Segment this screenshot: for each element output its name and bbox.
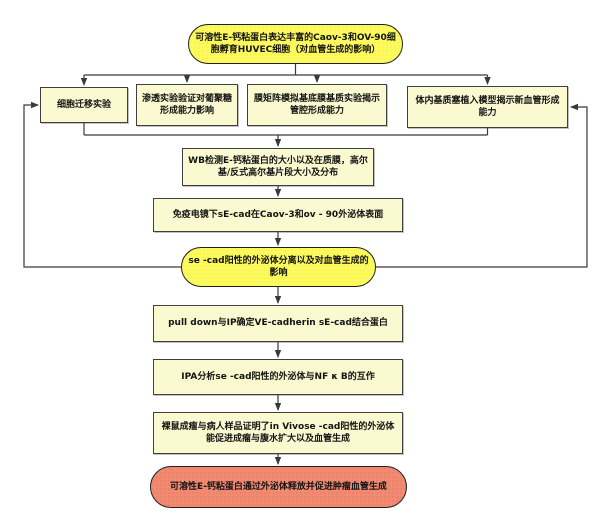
- node-start-label: 可溶性E-钙粘蛋白表达丰富的Caov-3和OV-90细胞孵育HUVEC细胞（对血…: [195, 32, 396, 55]
- edge-feedback-right: [376, 103, 588, 268]
- node-matrigel-lumen-label: 膜矩阵模拟基底膜基质实验揭示管腔形成能力: [253, 93, 380, 116]
- node-start: 可溶性E-钙粘蛋白表达丰富的Caov-3和OV-90细胞孵育HUVEC细胞（对血…: [188, 24, 403, 64]
- node-matrix-plug: 体内基质塞植入模型揭示新血管形成能力: [407, 86, 568, 128]
- node-cell-migration: 细胞迁移实验: [40, 87, 128, 123]
- node-matrigel-lumen: 膜矩阵模拟基底膜基质实验揭示管腔形成能力: [247, 84, 387, 126]
- node-nude-mice: 裸鼠成瘤与病人样品证明了in Vivose -cad阳性的外泌体能促进成瘤与腹水…: [153, 412, 403, 454]
- node-permeability: 渗透实验验证对葡聚糖形成能力影响: [136, 84, 238, 126]
- node-ipa-label: IPA分析se -cad阳性的外泌体与NF κ B的互作: [181, 371, 375, 382]
- node-wb: WB检测E-钙粘蛋白的大小以及在质膜，高尔基/反式高尔基片段大小及分布: [182, 148, 374, 186]
- node-wb-label: WB检测E-钙粘蛋白的大小以及在质膜，高尔基/反式高尔基片段大小及分布: [188, 155, 368, 178]
- node-pulldown: pull down与IP确定VE-cadherin sE-cad结合蛋白: [153, 305, 403, 342]
- node-conclusion-label: 可溶性E-钙粘蛋白通过外泌体释放并促进肿瘤血管生成: [170, 481, 387, 492]
- node-immuno-em: 免疫电镜下sE-cad在Caov-3和ov - 90外泌体表面: [153, 198, 403, 232]
- node-permeability-label: 渗透实验验证对葡聚糖形成能力影响: [142, 93, 233, 116]
- node-ipa: IPA分析se -cad阳性的外泌体与NF κ B的互作: [153, 359, 403, 395]
- node-pulldown-label: pull down与IP确定VE-cadherin sE-cad结合蛋白: [168, 318, 388, 329]
- node-secad-isolation-label: se -cad阳性的外泌体分离以及对血管生成的影响: [188, 255, 369, 278]
- node-nude-mice-label: 裸鼠成瘤与病人样品证明了in Vivose -cad阳性的外泌体能促进成瘤与腹水…: [161, 421, 395, 444]
- node-cell-migration-label: 细胞迁移实验: [56, 99, 111, 110]
- node-conclusion: 可溶性E-钙粘蛋白通过外泌体释放并促进肿瘤血管生成: [150, 466, 407, 508]
- node-secad-isolation: se -cad阳性的外泌体分离以及对血管生成的影响: [181, 247, 376, 287]
- edge-feedback-left: [23, 101, 181, 268]
- node-matrix-plug-label: 体内基质塞植入模型揭示新血管形成能力: [415, 95, 560, 118]
- node-immuno-em-label: 免疫电镜下sE-cad在Caov-3和ov - 90外泌体表面: [172, 209, 384, 220]
